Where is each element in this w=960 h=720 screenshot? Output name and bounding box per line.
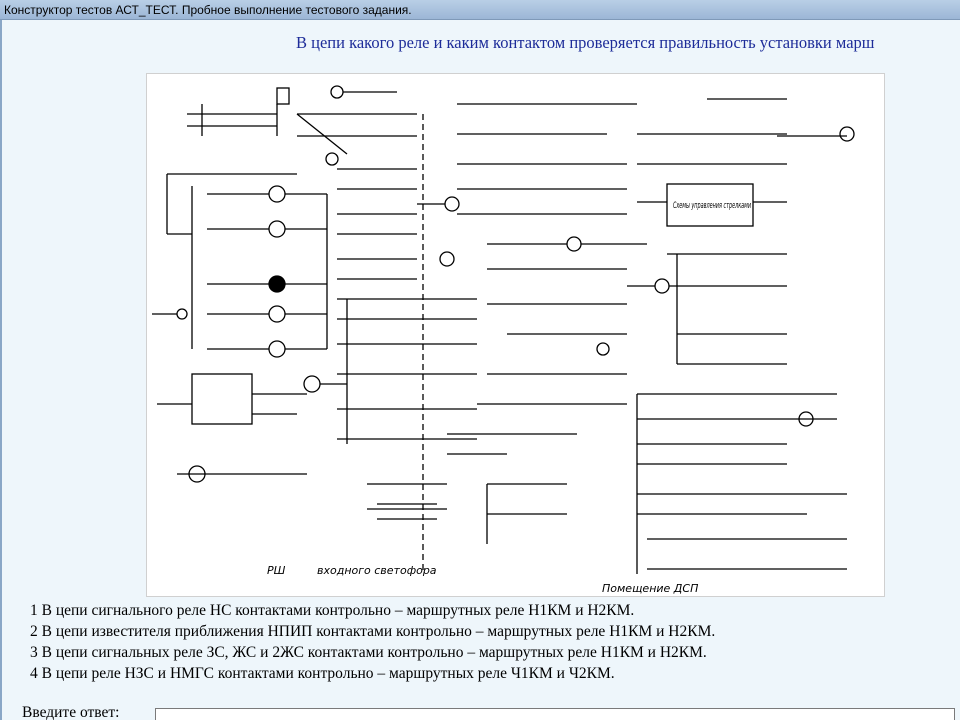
answer-options: 1 В цепи сигнального реле НС контактами … — [30, 600, 950, 684]
circuit-diagram: РШ входного светофора Помещение ДСП Схем… — [146, 73, 885, 597]
dsp-room-label: Помещение ДСП — [602, 582, 698, 595]
answer-input-row: Введите ответ: — [22, 706, 960, 720]
answer-option-1: 1 В цепи сигнального реле НС контактами … — [30, 602, 635, 619]
answer-input-label: Введите ответ: — [22, 706, 120, 720]
scheme-box-label: Схемы управления стрелками — [673, 201, 751, 211]
window-title-bar: Конструктор тестов АСТ_ТЕСТ. Пробное вып… — [0, 0, 960, 20]
answer-option-3: 3 В цепи сигнальных реле ЗС, ЖС и 2ЖС ко… — [30, 644, 707, 661]
question-text: В цепи какого реле и каким контактом про… — [296, 33, 875, 52]
answer-option-2: 2 В цепи известителя приближения НПИП ко… — [30, 623, 716, 640]
answer-option-4: 4 В цепи реле НЗС и НМГС контактами конт… — [30, 665, 615, 682]
rsh-label: РШ — [267, 564, 286, 577]
circuit-schematic: РШ входного светофора Помещение ДСП Схем… — [152, 85, 855, 595]
answer-input[interactable] — [155, 708, 955, 720]
window-title: Конструктор тестов АСТ_ТЕСТ. Пробное вып… — [4, 3, 412, 17]
signal-caption-label: входного светофора — [317, 564, 437, 577]
